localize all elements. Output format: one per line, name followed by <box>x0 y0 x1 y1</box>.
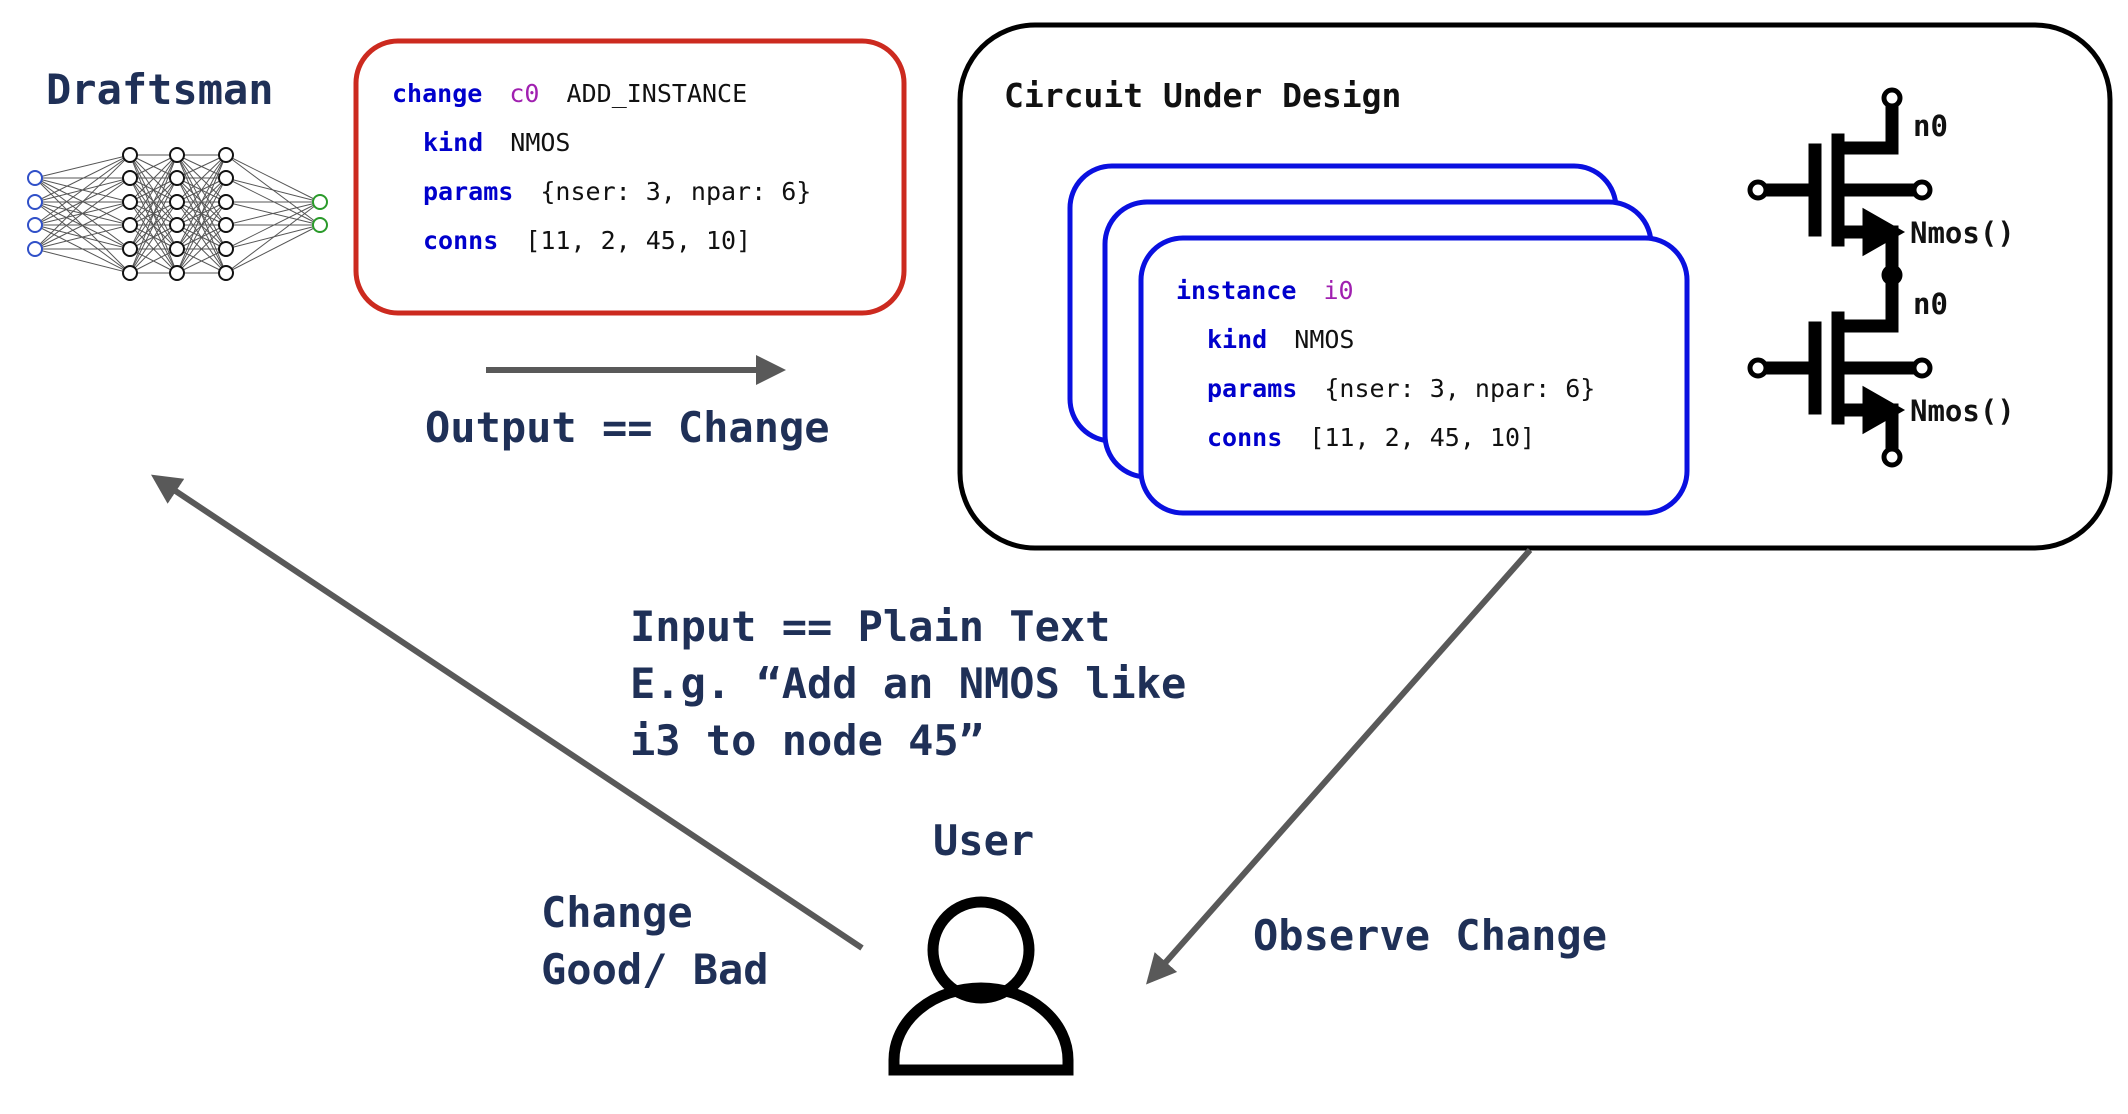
feedback-label-line-2: Good/ Bad <box>541 945 769 994</box>
nmos-1-net-label: n0 <box>1913 109 1948 143</box>
neural-network-icon <box>27 147 328 281</box>
network-edge <box>34 154 131 250</box>
instance-card-front <box>1138 235 1690 516</box>
nmos-symbol-2-pins <box>1747 357 1933 468</box>
network-node <box>169 147 185 163</box>
user-label: User <box>933 816 1034 865</box>
network-node <box>27 194 43 210</box>
circuit-panel: Circuit Under Design instance i0 kind NM… <box>957 22 2113 551</box>
network-edge <box>129 201 178 274</box>
instance-line-4: conns [11, 2, 45, 10] <box>1207 423 1535 452</box>
network-edge <box>129 224 178 274</box>
nmos-symbol-2 <box>1751 269 1929 462</box>
network-edge <box>34 201 131 250</box>
network-edge <box>34 154 131 203</box>
network-edge <box>225 224 321 274</box>
network-node <box>218 194 234 210</box>
network-edge <box>34 154 131 226</box>
nmos-2-net-label: n0 <box>1913 287 1948 321</box>
output-label: Output == Change <box>425 403 830 452</box>
user-icon <box>888 896 1074 1076</box>
network-edge <box>34 154 131 179</box>
network-edge <box>225 154 321 203</box>
instance-line-1: instance i0 <box>1176 276 1354 305</box>
circuit-title: Circuit Under Design <box>1004 76 1401 115</box>
change-line-3: params {nser: 3, npar: 6} <box>423 177 811 206</box>
network-node <box>122 265 138 281</box>
network-edge <box>176 154 227 274</box>
network-edge <box>129 154 178 203</box>
network-node <box>218 170 234 186</box>
network-node <box>312 217 328 233</box>
network-node <box>312 194 328 210</box>
observe-arrow <box>1146 548 1533 985</box>
instance-line-2: kind NMOS <box>1207 325 1355 354</box>
network-node <box>169 170 185 186</box>
network-edge <box>129 154 178 250</box>
network-node <box>218 265 234 281</box>
network-edge <box>129 154 178 226</box>
instance-line-3: params {nser: 3, npar: 6} <box>1207 374 1595 403</box>
network-node <box>27 217 43 233</box>
network-node <box>218 217 234 233</box>
change-line-1: change c0 ADD_INSTANCE <box>392 79 747 108</box>
network-edge <box>129 177 178 274</box>
network-node <box>169 241 185 257</box>
nmos-2-name-label: Nmos() <box>1910 394 2015 428</box>
network-edge <box>176 224 227 274</box>
network-node <box>122 194 138 210</box>
network-edge <box>176 154 227 179</box>
network-edge <box>176 248 227 274</box>
nmos-1-name-label: Nmos() <box>1910 216 2015 250</box>
network-edge <box>225 177 321 203</box>
network-edge <box>176 177 227 274</box>
network-edge <box>225 201 321 274</box>
network-node <box>169 265 185 281</box>
network-node <box>122 217 138 233</box>
network-edge <box>34 224 131 250</box>
network-edge <box>176 154 227 203</box>
network-edge <box>34 177 131 250</box>
network-node <box>169 217 185 233</box>
input-label-line-3: i3 to node 45” <box>630 716 984 765</box>
network-edge <box>129 154 178 274</box>
change-box: change c0 ADD_INSTANCE kind NMOS params … <box>353 38 907 316</box>
network-node <box>122 147 138 163</box>
network-edge <box>34 248 131 274</box>
network-node <box>122 170 138 186</box>
network-edge <box>176 154 227 250</box>
feedback-arrow <box>151 474 864 951</box>
network-edge <box>176 201 227 274</box>
network-edge <box>129 248 178 274</box>
draftsman-title: Draftsman <box>46 65 274 114</box>
nmos-symbol-1-pins <box>1747 87 1933 286</box>
input-label-line-1: Input == Plain Text <box>630 602 1110 651</box>
network-edge <box>176 154 227 226</box>
network-edge <box>129 154 178 179</box>
network-node <box>27 170 43 186</box>
feedback-label-line-1: Change <box>541 888 693 937</box>
network-node <box>169 194 185 210</box>
network-edge <box>225 201 321 250</box>
input-label-line-2: E.g. “Add an NMOS like <box>630 659 1186 708</box>
network-node <box>27 241 43 257</box>
change-line-4: conns [11, 2, 45, 10] <box>423 226 751 255</box>
network-node <box>218 147 234 163</box>
network-node <box>218 241 234 257</box>
change-line-2: kind NMOS <box>423 128 571 157</box>
network-edge <box>225 201 321 226</box>
observe-label: Observe Change <box>1253 911 1607 960</box>
network-node <box>122 241 138 257</box>
